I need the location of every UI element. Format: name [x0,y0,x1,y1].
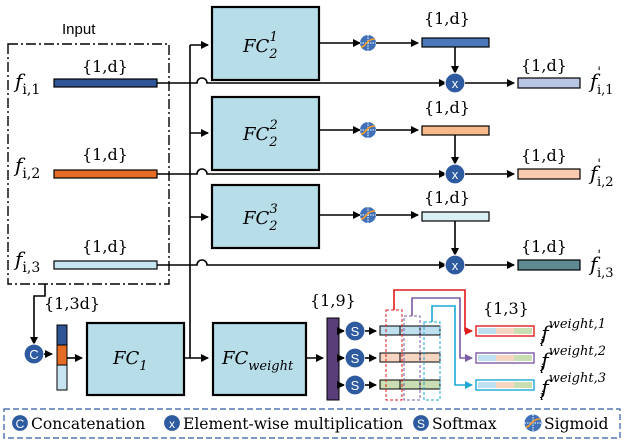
multiply-node-3: x [444,254,466,276]
gate-vector-3 [421,211,490,222]
svg-text:x: x [169,417,175,431]
fc2-3-label: FC23 [242,202,278,234]
weight-vector-1 [475,325,535,337]
fc2-box-2 [210,95,321,172]
concat-dim: {1,3d} [44,294,100,313]
output-vector-1 [517,77,581,89]
legend-label-multiply: Element-wise multiplication [183,415,403,433]
softmax-output-vector-2 [379,352,441,363]
concatenation-node: C [23,343,45,365]
concatenation-icon: C [10,413,30,433]
softmax-icon: S [411,413,431,433]
input-group-frame [7,43,170,285]
gate-2-dim: {1,d} [424,98,470,117]
input-1-dim: {1,d} [82,57,128,76]
input-title: Input [62,21,96,38]
fc1-box [85,321,186,397]
weight-dim: {1,3} [483,299,529,318]
output-2-dim: {1,d} [521,146,567,165]
gate-vector-1 [421,37,490,48]
weight-vector-3 [475,379,535,391]
svg-text:S: S [351,378,360,393]
fc2-box-3 [210,183,321,250]
multiply-node-2: x [444,163,466,185]
fc2-2-label: FC22 [242,118,278,150]
input-vector-3 [53,260,158,270]
softmax-node-3: S [344,374,366,396]
input-3-label: fi,3 [13,247,40,276]
output-vector-2 [517,168,581,180]
input-vector-1 [53,78,158,88]
legend-label-sigmoid: Sigmoid [544,415,608,433]
input-1-label: fi,1 [13,69,40,98]
gate-vector-2 [421,125,490,136]
input-2-dim: {1,d} [82,145,128,164]
fc-weight-label: FCweight [221,348,294,374]
output-1-label: f'i,1 [588,65,614,98]
svg-text:C: C [29,347,38,362]
softmax-output-vector-1 [379,325,441,336]
fc1-label: FC1 [112,348,148,374]
sigmoid-icon [524,414,542,432]
multiply-icon: x [162,413,182,433]
output-2-label: f'i,2 [588,157,614,190]
output-1-dim: {1,d} [521,56,567,75]
svg-text:C: C [16,417,25,431]
input-2-label: fi,2 [13,153,40,182]
legend-label-concatenation: Concatenation [31,415,145,433]
weight-vector-2 [475,352,535,364]
legend-box [3,408,621,439]
input-3-dim: {1,d} [82,237,128,256]
softmax-output-vector-3 [379,379,441,390]
svg-text:x: x [452,76,459,91]
softmax-node-1: S [344,320,366,342]
sigmoid-icon [360,207,376,223]
concat-vector [56,324,68,391]
svg-text:S: S [417,417,425,431]
softmax-input-dim: {1,9} [310,291,356,310]
svg-text:S: S [351,351,360,366]
input-vector-2 [53,169,158,179]
softmax-node-2: S [344,347,366,369]
multiply-node-1: x [444,72,466,94]
fc2-box-1 [210,5,321,82]
svg-text:x: x [452,258,459,273]
legend-label-softmax: Softmax [432,415,497,433]
gate-3-dim: {1,d} [424,188,470,207]
output-3-label: f'i,3 [588,248,614,281]
softmax-input-vector [326,317,340,401]
sigmoid-icon [360,122,376,138]
fc2-1-label: FC21 [242,30,278,62]
output-vector-3 [517,259,581,271]
sigmoid-icon [360,35,376,51]
svg-text:S: S [351,324,360,339]
svg-text:x: x [452,167,459,182]
output-3-dim: {1,d} [521,237,567,256]
fc-weight-box [211,321,308,397]
gate-1-dim: {1,d} [424,9,470,28]
